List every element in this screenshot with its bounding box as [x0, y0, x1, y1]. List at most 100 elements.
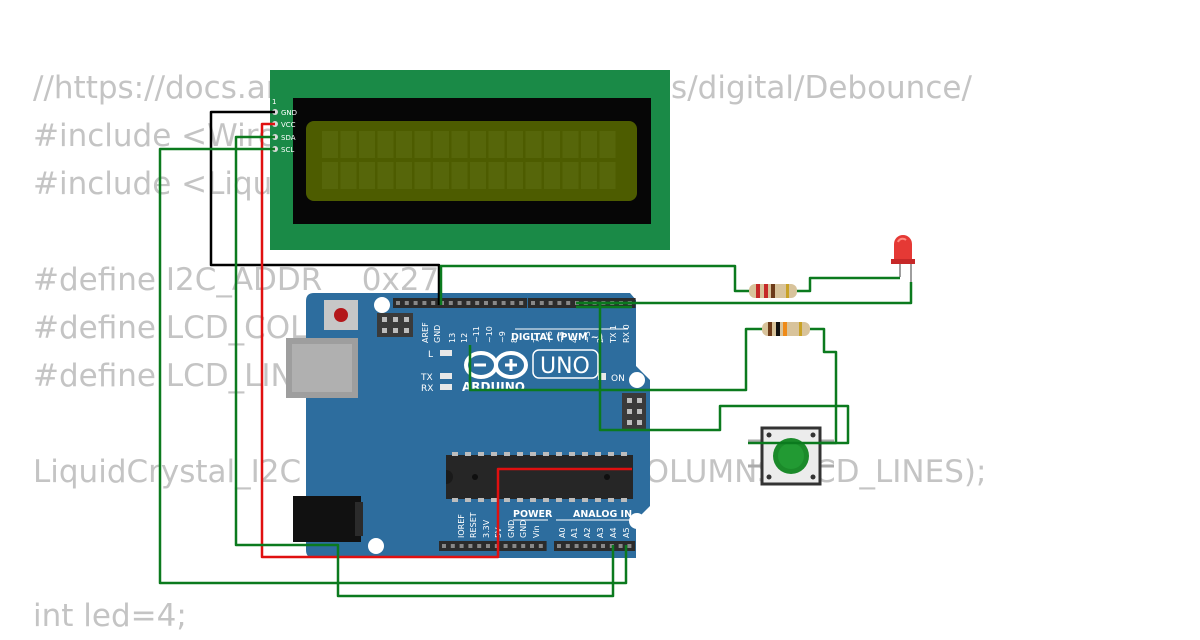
analog-pin-label: A4: [609, 527, 618, 538]
chip-pin: [452, 498, 458, 502]
header-pin[interactable]: [566, 301, 571, 305]
header-pin[interactable]: [583, 544, 588, 548]
digital-pin-label: ~9: [498, 331, 507, 343]
header-pin[interactable]: [538, 544, 543, 548]
lcd-char-cell: [322, 162, 338, 189]
power-pin-label: Vin: [532, 525, 541, 538]
lcd-char-cell: [451, 162, 468, 189]
header-pin[interactable]: [466, 301, 471, 305]
lcd-pin-vcc: VCC: [281, 121, 296, 129]
chip-pin: [582, 452, 588, 456]
code-line-5: #define I2C_ADDR 0x27: [33, 262, 440, 298]
wire-led-pin4: [578, 282, 913, 305]
lcd-pin-gnd: GND: [281, 109, 297, 117]
header-pin[interactable]: [468, 544, 473, 548]
header-pin[interactable]: [448, 301, 453, 305]
analog-header[interactable]: [554, 541, 636, 551]
chip-pin: [491, 498, 497, 502]
lcd-char-cell: [488, 131, 505, 158]
header-pin[interactable]: [484, 301, 488, 305]
header-pin[interactable]: [477, 544, 482, 548]
lcd-char-cell: [488, 162, 505, 189]
lcd-char-cell: [433, 131, 449, 158]
header-pin[interactable]: [450, 544, 455, 548]
header-pin[interactable]: [422, 301, 427, 305]
header-pin[interactable]: [592, 544, 597, 548]
header-pin[interactable]: [503, 544, 508, 548]
lcd-char-cell: [599, 162, 616, 189]
analog-pin-label: A5: [622, 527, 631, 538]
header-pin[interactable]: [459, 544, 464, 548]
lcd-char-cell: [470, 162, 486, 189]
header-pin[interactable]: [396, 301, 400, 305]
power-header[interactable]: [439, 541, 547, 551]
header-pin[interactable]: [501, 301, 506, 305]
lcd-char-cell: [340, 131, 357, 158]
header-pin[interactable]: [627, 544, 632, 548]
header-pin[interactable]: [539, 301, 544, 305]
header-pin[interactable]: [519, 301, 524, 305]
lcd-module[interactable]: 1 GND VCC SDA SCL: [270, 70, 670, 250]
analog-pin-label: A0: [558, 527, 567, 538]
digital-pwm-label: DIGITAL (PWM ~): [511, 332, 603, 343]
lcd-pin-number: 1: [272, 98, 276, 106]
header-pin[interactable]: [618, 544, 623, 548]
digital-pin-label: GND: [433, 325, 442, 343]
lcd-pin-sda: SDA: [281, 134, 296, 142]
lcd-char-cell: [414, 131, 431, 158]
header-pin[interactable]: [574, 544, 579, 548]
wire-resistor-button: [810, 327, 838, 445]
header-pin[interactable]: [557, 544, 561, 548]
header-pin[interactable]: [530, 544, 534, 548]
header-pin[interactable]: [404, 301, 409, 305]
push-button[interactable]: [748, 426, 834, 486]
header-pin[interactable]: [431, 301, 436, 305]
chip-pin: [556, 452, 562, 456]
lcd-pin-scl: SCL: [281, 146, 294, 154]
arduino-infinity-logo: [464, 351, 528, 379]
lcd-char-cell: [525, 162, 542, 189]
lcd-char-cell: [414, 162, 431, 189]
digital-pin-label: ~6: [545, 331, 554, 343]
header-pin[interactable]: [486, 544, 490, 548]
digital-pin-label: 4: [570, 338, 579, 343]
header-pin[interactable]: [557, 301, 562, 305]
lcd-char-cell: [433, 162, 449, 189]
chip-pin: [504, 452, 510, 456]
digital-header-left[interactable]: [393, 298, 527, 308]
wire-button-resistor: [468, 327, 762, 392]
header-pin[interactable]: [531, 301, 535, 305]
header-pin[interactable]: [457, 301, 462, 305]
digital-pin-label: 8: [510, 338, 519, 343]
label-tx: TX: [420, 373, 433, 383]
header-pin[interactable]: [601, 544, 605, 548]
header-pin[interactable]: [510, 301, 515, 305]
header-pin[interactable]: [565, 544, 570, 548]
chip-pin: [569, 452, 575, 456]
chip-pin: [621, 498, 627, 502]
lcd-char-cell: [507, 131, 523, 158]
power-label: POWER: [513, 509, 553, 520]
chip-pin: [595, 498, 601, 502]
chip-pin: [608, 452, 614, 456]
header-pin[interactable]: [492, 301, 497, 305]
led-l-indicator: [440, 350, 452, 356]
chip-pin: [517, 452, 523, 456]
chip-pin: [530, 452, 536, 456]
header-pin[interactable]: [512, 544, 517, 548]
red-led[interactable]: [891, 235, 915, 282]
analog-in-label: ANALOG IN: [573, 509, 632, 520]
led-tx-indicator: [440, 373, 452, 379]
chip-pin: [465, 452, 471, 456]
header-pin[interactable]: [521, 544, 526, 548]
chip-pin: [478, 452, 484, 456]
chip-pin: [608, 498, 614, 502]
header-pin[interactable]: [413, 301, 418, 305]
analog-pin-label: A3: [596, 527, 605, 538]
header-pin[interactable]: [442, 544, 446, 548]
header-pin[interactable]: [548, 301, 553, 305]
header-pin[interactable]: [475, 301, 480, 305]
